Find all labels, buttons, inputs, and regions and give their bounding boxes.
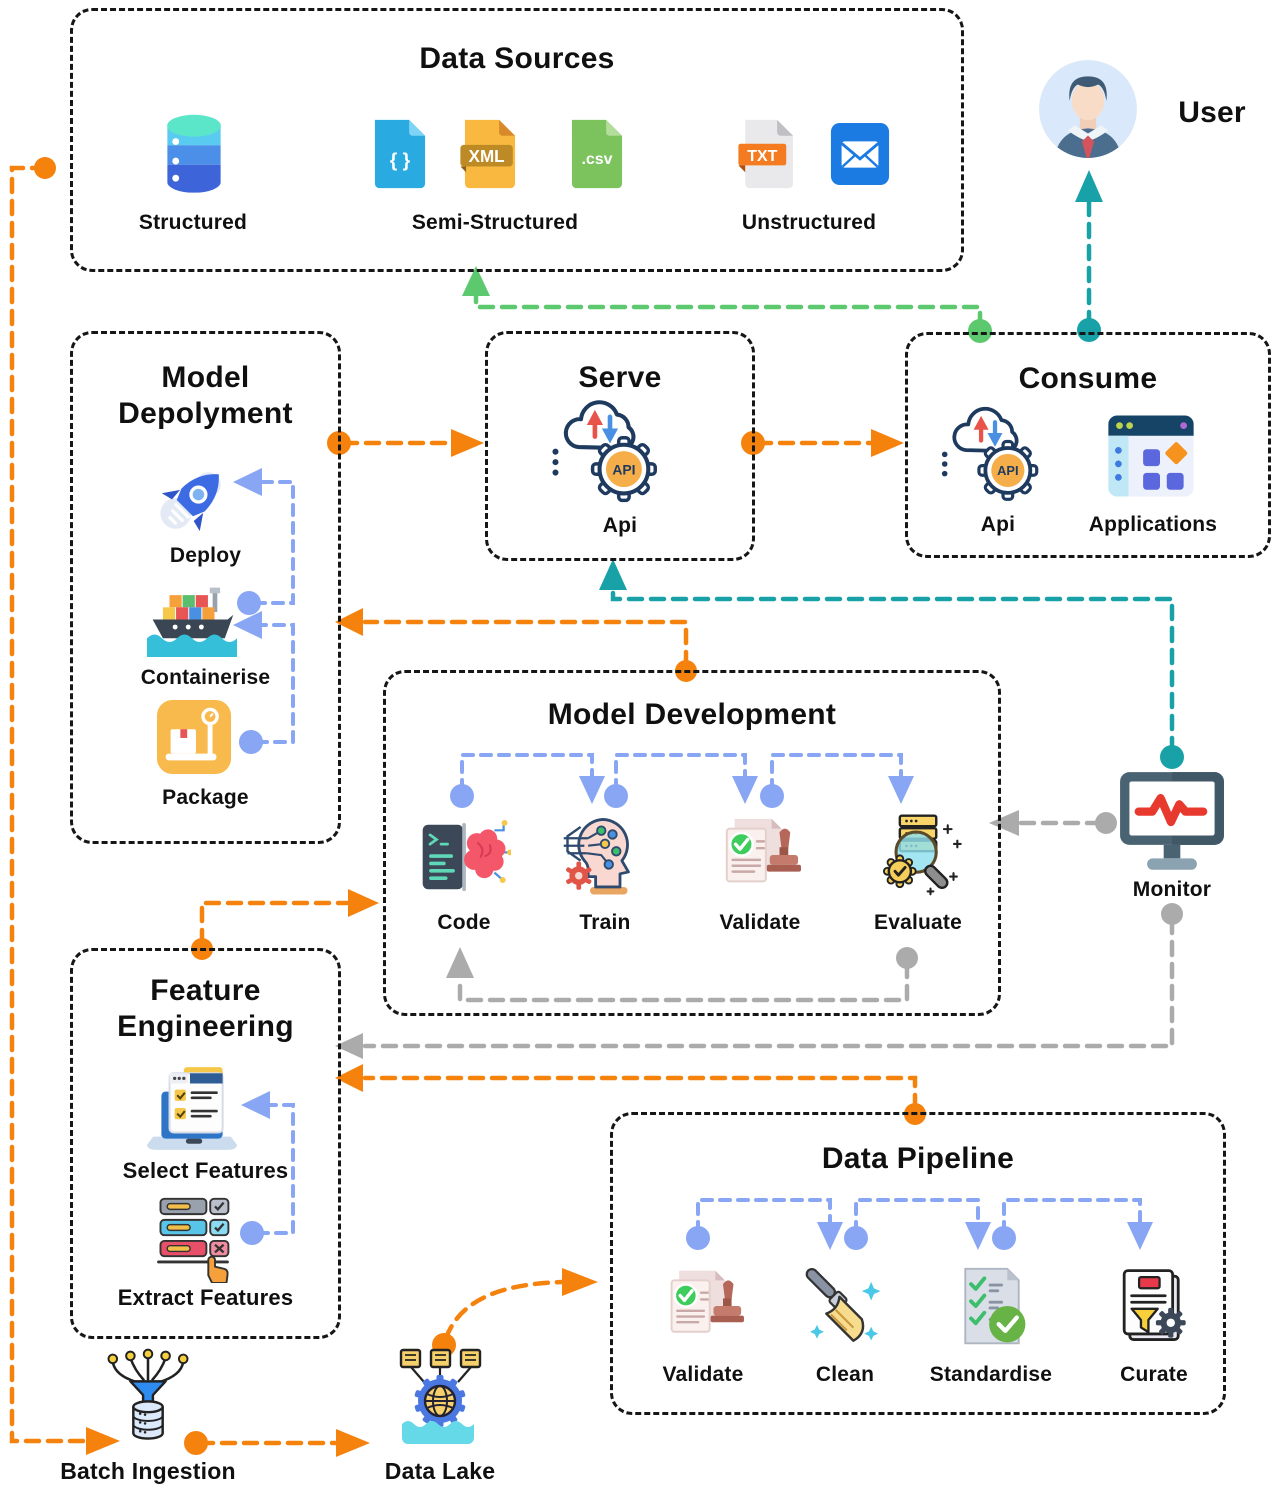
data-lake-label: Data Lake bbox=[384, 1458, 496, 1484]
evaluate-label: Evaluate bbox=[874, 911, 962, 934]
curate-funnel-icon bbox=[1111, 1265, 1197, 1347]
code-brain-icon bbox=[419, 815, 514, 899]
model-deployment-box: Model Depolyment Deploy bbox=[70, 331, 341, 844]
extract-features-label: Extract Features bbox=[117, 1285, 294, 1310]
arrow-monitor-to-model-development bbox=[989, 810, 1117, 836]
arrow-containerise-to-deploy bbox=[233, 468, 295, 615]
train-label: Train bbox=[579, 911, 631, 934]
clean-broom-icon bbox=[802, 1265, 888, 1351]
standardise-label: Standardise bbox=[929, 1363, 1053, 1386]
arrow-pipeline-validate-to-clean bbox=[686, 1198, 843, 1250]
consume-box: Consume bbox=[905, 332, 1271, 558]
monitor-label: Monitor bbox=[1132, 878, 1212, 901]
select-features-icon bbox=[143, 1061, 241, 1155]
deploy-label: Deploy bbox=[169, 544, 242, 567]
container-ship-icon bbox=[147, 582, 237, 657]
validate-label: Validate bbox=[719, 911, 801, 934]
user-avatar bbox=[1037, 58, 1139, 160]
train-head-icon bbox=[560, 813, 650, 899]
unstructured-label: Unstructured bbox=[741, 211, 877, 234]
arrow-code-to-train bbox=[450, 753, 605, 808]
model-development-box: Model Development Code bbox=[383, 670, 1001, 1016]
arrow-consume-to-user bbox=[1075, 170, 1103, 342]
monitor-icon bbox=[1118, 770, 1226, 874]
data-sources-title: Data Sources bbox=[419, 42, 615, 75]
arrow-data-pipeline-to-feature-engineering bbox=[335, 1064, 926, 1125]
select-features-label: Select Features bbox=[122, 1158, 289, 1183]
extract-features-icon bbox=[147, 1195, 239, 1284]
arrow-serve-to-consume bbox=[741, 429, 904, 457]
evaluate-magnifier-icon bbox=[873, 811, 965, 899]
rocket-icon bbox=[147, 454, 239, 546]
email-icon bbox=[829, 115, 891, 193]
arrow-standardise-to-curate bbox=[992, 1198, 1153, 1250]
code-label: Code bbox=[437, 911, 491, 934]
package-label: Package bbox=[162, 786, 249, 809]
feature-engineering-box: Feature Engineering Select Features bbox=[70, 948, 341, 1339]
api-icon: API bbox=[546, 396, 674, 512]
arrow-data-sources-to-batch-ingestion bbox=[9, 157, 120, 1455]
arrow-batch-ingestion-to-data-lake bbox=[184, 1429, 370, 1457]
arrow-train-to-validate bbox=[604, 753, 758, 808]
batch-ingestion-label: Batch Ingestion bbox=[60, 1458, 236, 1484]
json-file-icon: { } bbox=[368, 113, 432, 195]
serve-box: Serve bbox=[485, 331, 755, 561]
svg-text:.csv: .csv bbox=[581, 151, 612, 168]
serve-api-label: Api bbox=[602, 514, 638, 537]
data-lake-icon bbox=[394, 1348, 486, 1448]
data-pipeline-title: Data Pipeline bbox=[821, 1142, 1015, 1175]
arrow-validate-to-evaluate bbox=[760, 753, 914, 808]
csv-file-icon: .csv bbox=[565, 113, 629, 195]
applications-icon bbox=[1106, 411, 1196, 501]
svg-text:XML: XML bbox=[469, 147, 505, 166]
svg-text:API: API bbox=[612, 461, 635, 477]
validate-stamp-icon bbox=[715, 815, 803, 897]
package-scale-icon bbox=[155, 698, 233, 776]
arrow-data-lake-to-data-pipeline bbox=[432, 1268, 598, 1357]
curate-label: Curate bbox=[1120, 1363, 1188, 1386]
consume-api-label: Api bbox=[980, 513, 1016, 536]
batch-ingestion-icon bbox=[103, 1348, 193, 1446]
svg-text:TXT: TXT bbox=[747, 148, 777, 165]
svg-text:API: API bbox=[997, 463, 1018, 478]
pipeline-validate-label: Validate bbox=[662, 1363, 744, 1386]
arrow-evaluate-to-code bbox=[446, 947, 918, 1003]
arrow-model-development-to-model-deployment bbox=[335, 608, 697, 682]
xml-file-icon: XML bbox=[458, 113, 522, 195]
semi-structured-label: Semi-Structured bbox=[411, 211, 579, 234]
containerise-label: Containerise bbox=[140, 666, 271, 689]
model-development-title: Model Development bbox=[547, 698, 837, 731]
txt-file-icon: TXT bbox=[736, 113, 800, 195]
arrow-monitor-to-feature-engineering bbox=[335, 903, 1183, 1059]
data-pipeline-box: Data Pipeline Validate bbox=[610, 1112, 1226, 1415]
database-icon bbox=[155, 111, 233, 199]
arrow-monitor-to-serve bbox=[599, 559, 1184, 769]
arrow-model-deployment-to-serve bbox=[327, 429, 484, 457]
feature-engineering-title: Feature Engineering bbox=[117, 974, 294, 1043]
svg-text:{ }: { } bbox=[390, 150, 411, 172]
data-sources-box: Data Sources { } bbox=[70, 8, 964, 272]
arrow-clean-to-standardise bbox=[844, 1198, 991, 1250]
api-icon: API bbox=[936, 403, 1054, 510]
serve-title: Serve bbox=[578, 361, 662, 394]
user-label: User bbox=[1178, 96, 1246, 129]
consume-title: Consume bbox=[1018, 362, 1158, 395]
standardise-checklist-icon bbox=[948, 1265, 1036, 1349]
structured-label: Structured bbox=[138, 211, 248, 234]
arrow-extract-to-select-features bbox=[240, 1091, 295, 1245]
applications-label: Applications bbox=[1088, 513, 1218, 536]
model-deployment-title: Model Depolyment bbox=[118, 361, 293, 430]
clean-label: Clean bbox=[815, 1363, 875, 1386]
arrow-consume-to-data-sources bbox=[462, 266, 992, 343]
pipeline-validate-icon bbox=[660, 1267, 746, 1347]
arrow-package-to-containerise bbox=[233, 611, 295, 754]
